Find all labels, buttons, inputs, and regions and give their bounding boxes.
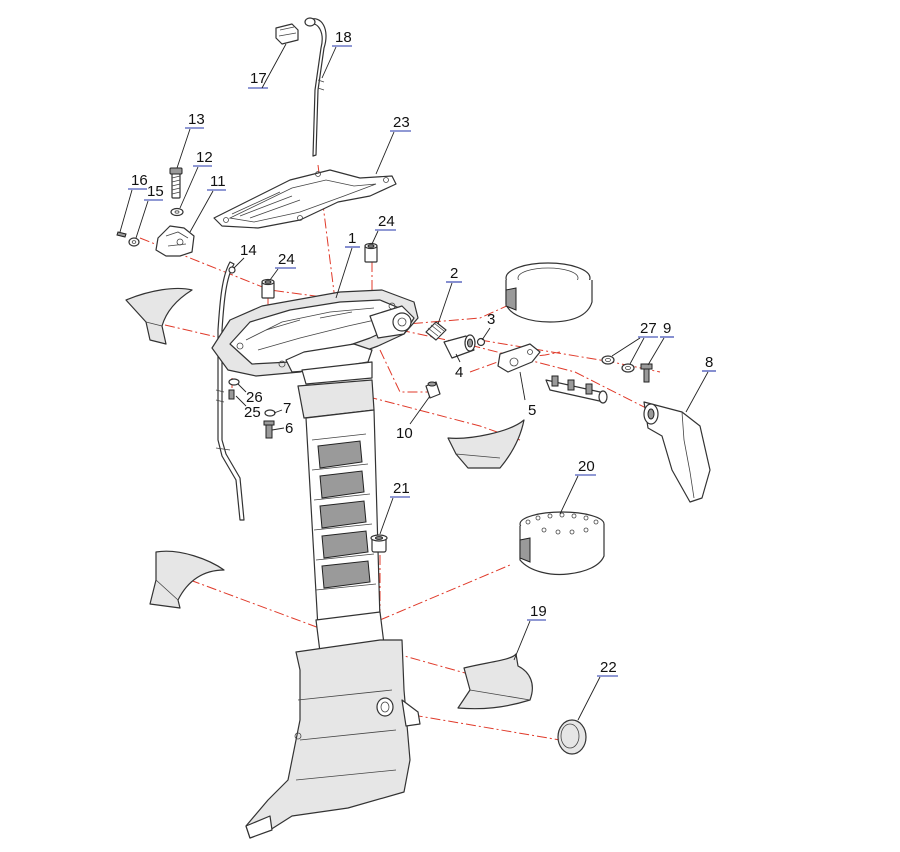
svg-text:23: 23 [393, 114, 410, 131]
callout-22: 22 [577, 659, 618, 721]
svg-text:9: 9 [663, 320, 671, 337]
svg-text:18: 18 [335, 29, 352, 46]
svg-text:16: 16 [131, 172, 148, 189]
sleeve-part-21 [370, 534, 388, 553]
lower-gearcase [245, 639, 421, 839]
callout-16: 16 [119, 172, 148, 233]
driveshaft-housing [297, 361, 385, 653]
callout-19: 19 [513, 603, 547, 661]
svg-text:21: 21 [393, 480, 410, 497]
callout-3: 3 [481, 311, 495, 341]
callout-10: 10 [396, 395, 431, 442]
svg-text:26: 26 [246, 389, 263, 406]
pin-part-3 [476, 337, 486, 347]
hose-part-18 [304, 17, 327, 157]
callout-21: 21 [379, 480, 410, 535]
callout-12: 12 [179, 149, 213, 209]
housing-part-1 [211, 289, 419, 377]
svg-text:14: 14 [240, 242, 257, 259]
washer-part-27a [601, 355, 615, 365]
callout-2: 2 [437, 265, 462, 325]
callout-5: 5 [519, 371, 536, 419]
callout-24b: 24 [371, 213, 396, 245]
svg-text:24: 24 [378, 213, 395, 230]
washer-part-27b [621, 363, 635, 373]
screw-part-13 [169, 167, 183, 199]
fitting-part-10 [425, 381, 441, 399]
shift-plate-part-5 [497, 343, 541, 373]
plug-part-22 [557, 719, 587, 755]
svg-text:2: 2 [450, 265, 458, 282]
callout-24a: 24 [269, 251, 296, 281]
rod-part-14 [215, 261, 245, 521]
screw-part-25 [228, 389, 235, 400]
svg-text:4: 4 [455, 364, 463, 381]
svg-text:8: 8 [705, 354, 713, 371]
callout-26: 26 [237, 383, 263, 406]
callout-17: 17 [248, 43, 287, 89]
sleeve-part-24-right [364, 242, 378, 263]
svg-text:17: 17 [250, 70, 267, 87]
callout-11: 11 [189, 173, 226, 233]
side-cover-left-upper [125, 287, 193, 345]
callout-7: 7 [273, 400, 291, 417]
liner-part-20 [519, 511, 605, 576]
side-cover-left-lower [149, 550, 225, 609]
callout-4: 4 [455, 353, 463, 381]
side-cover-center-right [447, 419, 525, 469]
washer-part-12 [170, 207, 184, 217]
callout-23: 23 [375, 114, 411, 175]
svg-text:25: 25 [244, 404, 261, 421]
bracket-part-11 [155, 225, 195, 257]
spring-part-2 [425, 321, 447, 341]
svg-text:15: 15 [147, 183, 164, 200]
callout-27: 27 [611, 320, 658, 365]
callout-20: 20 [559, 458, 596, 515]
svg-text:7: 7 [283, 400, 291, 417]
washer-part-15 [128, 237, 140, 247]
screw-part-6 [263, 420, 275, 439]
cover-part-19 [457, 653, 533, 710]
svg-text:1: 1 [348, 230, 356, 247]
washer-part-7 [264, 409, 276, 417]
svg-text:24: 24 [278, 251, 295, 268]
gasket-part-23 [213, 169, 397, 229]
grommet-part-17 [275, 23, 299, 45]
callout-25: 25 [235, 395, 261, 421]
sleeve-part-24-left [261, 278, 275, 299]
svg-text:27: 27 [640, 320, 657, 337]
pin-part-16 [116, 231, 127, 238]
callout-15: 15 [135, 183, 164, 239]
callout-labels: 1 2 3 4 5 6 7 8 [119, 29, 716, 721]
svg-text:13: 13 [188, 111, 205, 128]
callout-9: 9 [647, 320, 674, 366]
svg-text:20: 20 [578, 458, 595, 475]
callout-14: 14 [233, 242, 257, 269]
svg-text:12: 12 [196, 149, 213, 166]
callout-1: 1 [335, 230, 360, 299]
handle-part-8 [643, 401, 711, 503]
svg-text:19: 19 [530, 603, 547, 620]
callout-6: 6 [271, 420, 293, 437]
cup-liner-upper-right [505, 262, 593, 323]
svg-text:5: 5 [528, 402, 536, 419]
callout-13: 13 [176, 111, 205, 169]
callout-18: 18 [321, 29, 352, 79]
svg-text:10: 10 [396, 425, 413, 442]
svg-text:3: 3 [487, 311, 495, 328]
screw-part-9 [640, 363, 653, 383]
svg-text:6: 6 [285, 420, 293, 437]
tiller-shaft [545, 375, 608, 404]
svg-text:11: 11 [210, 173, 226, 190]
svg-text:22: 22 [600, 659, 617, 676]
callout-8: 8 [685, 354, 716, 413]
washer-part-26 [228, 378, 240, 386]
bushing-part-4 [443, 334, 476, 359]
